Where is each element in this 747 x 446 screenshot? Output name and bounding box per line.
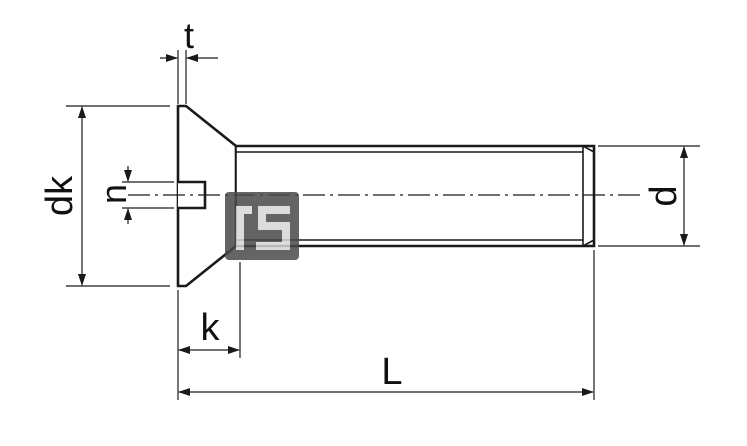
- label-dk: dk: [39, 175, 81, 216]
- logo-watermark: [225, 192, 299, 260]
- label-n: n: [93, 184, 134, 204]
- label-t: t: [184, 15, 194, 56]
- label-k: k: [201, 307, 221, 349]
- thread-chamfer: [582, 145, 595, 247]
- label-L: L: [381, 351, 402, 393]
- label-d: d: [643, 185, 685, 206]
- dimension-lines: [78, 54, 688, 396]
